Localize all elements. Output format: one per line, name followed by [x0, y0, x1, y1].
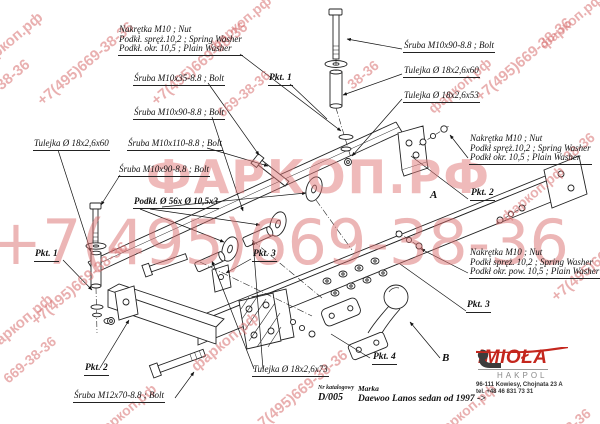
- callout-line: Podkł spręż.10,2 ; Spring Washer: [470, 142, 591, 153]
- large-washers: [221, 176, 323, 262]
- bolt-m10x110: [141, 253, 188, 278]
- catalog-number-label: Nr katalogowy: [318, 385, 355, 391]
- bolt-m10x35: [250, 153, 290, 187]
- step-plate: [321, 297, 361, 327]
- callout-sruba-m12x70: Śruba M12x70-8.8 ; Bolt: [73, 390, 165, 403]
- callout-line: Podkł okr. 10,5 ; Plain Washer: [470, 152, 581, 162]
- callout-line: Nakrętka M10 ; Nut: [119, 24, 192, 34]
- callout-sruba-m10x90-right: Śruba M10x90-8.8 ; Bolt: [403, 40, 495, 53]
- callout-tulejka-60-left: Tulejka Ø 18x2,6x60: [33, 138, 110, 151]
- brand-subname: HAKPOL: [478, 369, 548, 380]
- marker-pkt3-mid: Pkt. 3: [252, 249, 277, 262]
- beam-hardware: [289, 257, 388, 338]
- callout-line: Podkł spręż. 10,2 ; Spring Washer: [470, 256, 593, 267]
- right-bracket: [397, 125, 429, 177]
- callout-nut-set-right: Nakrętka M10 ; Nut Podkł spręż.10,2 ; Sp…: [469, 133, 592, 165]
- nut-washer-chains: [395, 125, 527, 250]
- callout-sruba-m10x90-b: Śruba M10x90-8.8 ; Bolt: [118, 164, 210, 177]
- callout-line: Podkł. spręż.10,2 ; Spring Washer: [119, 33, 242, 44]
- brand-phone: tel. +48 46 831 73 31: [476, 389, 534, 395]
- vehicle-model: Daewoo Lanos sedan od 1997 ->: [358, 394, 486, 404]
- left-bolt-assembly: [85, 202, 115, 334]
- brand-address: 96-111 Kowiesy, Chojnata 23 A: [476, 382, 563, 388]
- callout-sruba-m10x35: Śruba M10x35-8.8 ; Bolt: [133, 73, 225, 86]
- beam-end-bracket: [543, 155, 588, 209]
- catalog-number: D/005: [318, 392, 343, 403]
- top-bolt-assembly: [324, 8, 354, 166]
- callout-line: Podkł. okr. 10,5 ; Plain Washer: [119, 43, 232, 53]
- marker-letter-b: B: [442, 352, 450, 364]
- callout-tulejka-73: Tulejka Ø 18x2,6x73: [252, 364, 329, 377]
- marker-pkt3-right: Pkt. 3: [466, 300, 491, 313]
- callout-nut-set-top: Nakrętka M10 ; Nut Podkł. spręż.10,2 ; S…: [118, 24, 243, 56]
- callout-tulejka-60-right: Tulejka Ø 18x2,6x60: [403, 65, 480, 78]
- callout-sruba-m10x110: Śruba M10x110-8.8 ; Bolt: [127, 138, 223, 151]
- callout-line: Podkł okr. pow. 10,5 ; Plain Washer: [470, 266, 600, 276]
- assembly-axes: [199, 199, 353, 317]
- callout-podkl-56: Podkł. Ø 56x Ø 10,5x3: [133, 196, 219, 209]
- marker-pkt2-right: Pkt. 2: [470, 188, 495, 201]
- make-label: Marka: [358, 384, 379, 393]
- sleeves: [194, 226, 274, 273]
- side-member: [103, 283, 225, 345]
- marker-letter-a: A: [430, 189, 438, 201]
- marker-pkt1-top: Pkt. 1: [268, 73, 293, 86]
- marker-pkt4: Pkt. 4: [372, 352, 397, 365]
- callout-tulejka-53: Tulejka Ø 18x2,6x53: [403, 90, 480, 103]
- marker-pkt2-left: Pkt. 2: [84, 363, 109, 376]
- tow-ball: [347, 284, 409, 361]
- callout-line: Nakrętka M10 ; Nut: [470, 133, 543, 143]
- callout-nut-set-bottom: Nakrętka M10 ; Nut Podkł spręż. 10,2 ; S…: [469, 247, 600, 279]
- callout-sruba-m10x90-a: Śruba M10x90-8.8 ; Bolt: [133, 107, 225, 120]
- manufacturer-logo: IMIOŁA HAKPOL 96-111 Kowiesy, Chojnata 2…: [476, 347, 598, 396]
- bolt-m12x70: [148, 348, 207, 379]
- marker-pkt1-left: Pkt. 1: [34, 249, 59, 262]
- leader-lines: [57, 37, 469, 399]
- callout-line: Nakrętka M10 ; Nut: [470, 247, 543, 257]
- flange-plate: [238, 288, 295, 350]
